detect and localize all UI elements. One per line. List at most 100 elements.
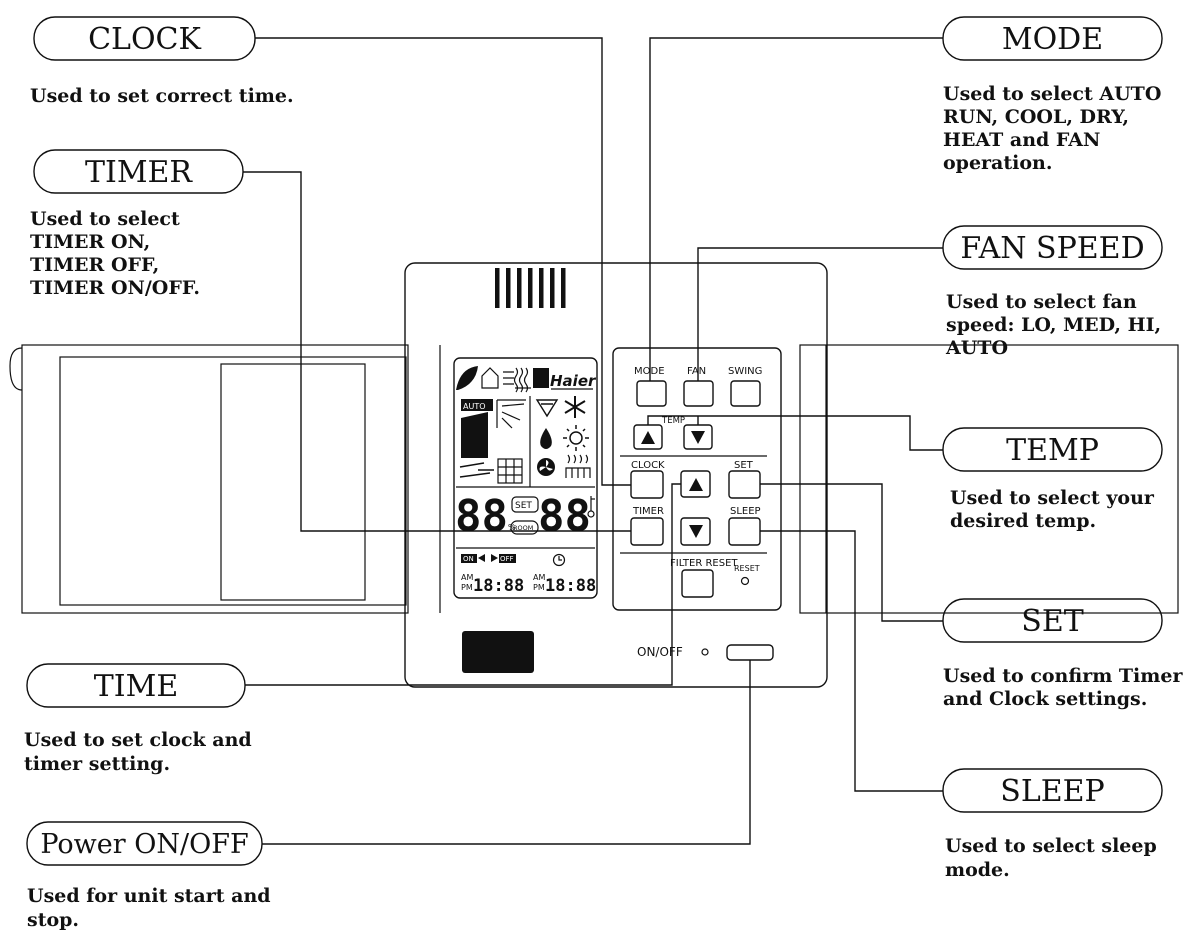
callout-power-title: Power ON/OFF <box>40 829 248 860</box>
callout-fan-speed: FAN SPEED Used to select fan speed: LO, … <box>942 225 1163 359</box>
callout-set: SET Used to confirm Timer and Clock sett… <box>942 598 1183 710</box>
callout-timer-desc-2: TIMER ON, <box>30 231 150 253</box>
lcd-pm-right: PM <box>533 583 545 592</box>
filter-reset-button[interactable] <box>681 569 714 598</box>
callout-fan-speed-desc-2: speed: LO, MED, HI, <box>946 314 1161 336</box>
controller-body: ON/OFF <box>404 262 828 688</box>
callout-clock-desc: Used to set correct time. <box>30 85 294 107</box>
drop-icon <box>540 428 552 449</box>
callout-mode-desc-2: RUN, COOL, DRY, <box>943 106 1129 128</box>
callout-set-desc-2: and Clock settings. <box>943 688 1147 710</box>
callout-power-desc-1: Used for unit start and <box>27 885 271 907</box>
mode-button[interactable] <box>636 380 667 407</box>
callout-set-desc-1: Used to confirm Timer <box>943 665 1183 687</box>
callout-sleep-title: SLEEP <box>1000 774 1104 809</box>
callout-set-title: SET <box>1021 604 1083 639</box>
callout-timer-desc-4: TIMER ON/OFF. <box>30 277 200 299</box>
callout-power: Power ON/OFF Used for unit start and sto… <box>26 821 271 931</box>
callout-timer-title: TIMER <box>85 155 193 190</box>
timer-button-label: TIMER <box>632 506 664 517</box>
callout-time: TIME Used to set clock and timer setting… <box>24 663 252 775</box>
on-off-arrow-icon <box>478 554 498 562</box>
vent-grille <box>495 268 566 308</box>
indoor-unit <box>9 344 1179 614</box>
leaf-icon <box>456 366 478 390</box>
swing-button[interactable] <box>730 380 761 407</box>
home-icon <box>481 367 499 389</box>
fan-speed-bars <box>461 412 488 458</box>
callout-temp-desc-2: desired temp. <box>950 510 1096 532</box>
lcd-am-right: AM <box>533 573 545 582</box>
clock-button[interactable] <box>630 470 664 499</box>
clock-icon <box>552 553 566 567</box>
callout-clock: CLOCK Used to set correct time. <box>30 16 294 107</box>
fan-button[interactable] <box>683 380 714 407</box>
set-button[interactable] <box>728 470 761 499</box>
triangle-down-icon <box>691 431 705 444</box>
callout-clock-title: CLOCK <box>88 22 201 57</box>
callout-time-desc-2: timer setting. <box>24 753 170 775</box>
callout-mode: MODE Used to select AUTO RUN, COOL, DRY,… <box>942 16 1163 174</box>
callout-sleep: SLEEP Used to select sleep mode. <box>942 768 1163 881</box>
lcd-display: Haier AUTO <box>453 357 598 599</box>
callout-temp-title: TEMP <box>1006 433 1099 468</box>
cool-mode-icon <box>535 399 559 418</box>
sleep-moon-icon <box>533 368 549 388</box>
lcd-pm-left: PM <box>461 583 473 592</box>
lcd-timer-on: ON <box>463 555 474 563</box>
time-down-button[interactable] <box>680 517 711 546</box>
timer-button[interactable] <box>630 517 664 546</box>
brand-logo: Haier <box>550 372 597 390</box>
swing-icon <box>496 399 526 429</box>
ir-receiver-window <box>462 631 534 673</box>
callout-sleep-desc-1: Used to select sleep <box>945 835 1157 857</box>
clock-button-label: CLOCK <box>631 460 665 471</box>
lcd-temp-digits-left: 88 <box>455 491 508 542</box>
lcd-clock-left: 18:88 <box>473 576 524 596</box>
callout-timer-desc-1: Used to select <box>30 208 180 230</box>
fan-button-label: FAN <box>687 366 706 377</box>
filter-reset-label: FILTER RESET <box>670 558 738 569</box>
sun-icon <box>563 425 589 451</box>
reset-pinhole-button[interactable] <box>740 576 750 586</box>
callout-fan-speed-title: FAN SPEED <box>960 231 1144 266</box>
button-panel: MODE FAN SWING TEMP CLOCK SET TIMER SLEE… <box>612 347 782 611</box>
power-on-off-button[interactable] <box>726 644 774 661</box>
leader-lines <box>243 37 943 845</box>
swing-button-label: SWING <box>728 366 762 377</box>
callout-timer-desc-3: TIMER OFF, <box>30 254 159 276</box>
callout-mode-desc-1: Used to select AUTO <box>943 83 1161 105</box>
callout-mode-desc-4: operation. <box>943 152 1052 174</box>
air-flow-icon <box>459 462 494 478</box>
callout-temp-desc-1: Used to select your <box>950 487 1155 509</box>
power-indicator-icon <box>701 648 709 656</box>
sleep-button-label: SLEEP <box>730 506 761 517</box>
lcd-am-left: AM <box>461 573 473 582</box>
lcd-percent-sign: % <box>508 523 516 532</box>
sleep-button[interactable] <box>728 517 761 546</box>
callout-timer: TIMER Used to select TIMER ON, TIMER OFF… <box>30 149 244 299</box>
callout-fan-speed-desc-3: AUTO <box>945 337 1008 359</box>
callout-power-desc-2: stop. <box>27 909 79 931</box>
triangle-up-icon <box>641 431 655 444</box>
set-button-label: SET <box>734 460 754 471</box>
lcd-clock-right: 18:88 <box>545 576 596 596</box>
heat-wave-icon <box>503 367 531 393</box>
fan-icon <box>537 458 555 476</box>
callout-sleep-desc-2: mode. <box>945 859 1010 881</box>
thermometer-icon <box>587 496 595 518</box>
snowflake-icon <box>564 396 586 418</box>
callout-time-desc-1: Used to set clock and <box>24 729 252 751</box>
triangle-up-icon <box>689 478 703 491</box>
reset-label: RESET <box>734 564 760 573</box>
on-off-label: ON/OFF <box>637 645 683 659</box>
callout-time-title: TIME <box>94 669 178 704</box>
lcd-set-label: SET <box>515 501 532 511</box>
temp-label: TEMP <box>661 416 685 426</box>
callout-fan-speed-desc-1: Used to select fan <box>946 291 1137 313</box>
callout-temp: TEMP Used to select your desired temp. <box>942 427 1163 532</box>
lcd-auto-badge: AUTO <box>463 402 486 411</box>
lcd-timer-off: OFF <box>500 555 514 563</box>
heater-icon <box>565 454 591 478</box>
